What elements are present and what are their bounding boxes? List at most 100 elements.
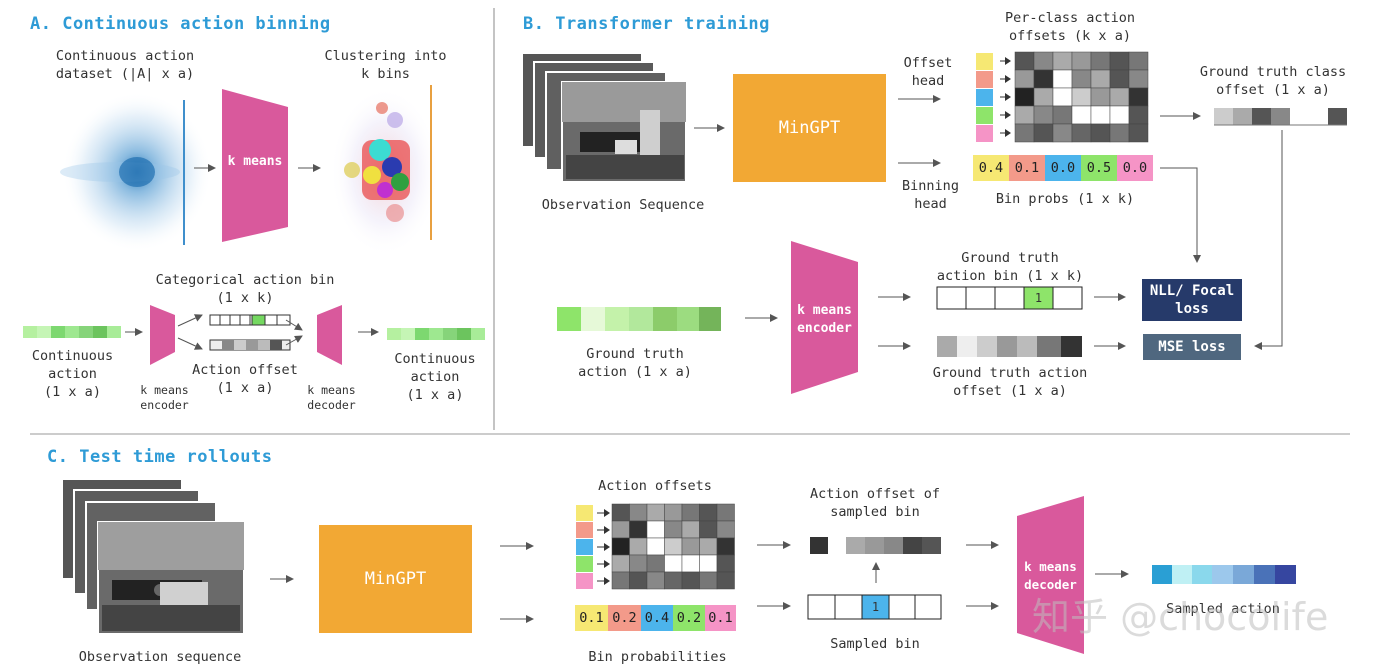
encoder-label-b: k means encoder	[797, 303, 852, 336]
kmeans-encoder-a	[150, 305, 175, 365]
input-action-strip	[23, 326, 121, 338]
offset-grid-cell	[1090, 105, 1111, 125]
offset-grid-cell	[681, 537, 700, 556]
offset-grid-cell	[699, 554, 718, 573]
sampled-action-strip	[1152, 565, 1296, 584]
offset-grid-cell	[716, 537, 735, 556]
section-b-title: B. Transformer training	[523, 14, 770, 34]
offset-grid-cell	[716, 503, 735, 522]
offset-grid-cell	[699, 503, 718, 522]
obs-sequence-label-c: Observation sequence	[78, 649, 242, 665]
obs-sequence-label-b: Observation Sequence	[541, 197, 705, 213]
offset-grid-cell	[664, 571, 683, 590]
input-action-label: Continuous action (1 x a)	[31, 348, 114, 400]
offset-grid-cell	[664, 554, 683, 573]
gt-bin-strip	[936, 286, 1083, 310]
offset-grid-cell	[1071, 123, 1092, 143]
offset-grid-cell	[629, 503, 648, 522]
offset-grid-cell	[1052, 87, 1073, 107]
offset-grid-cell	[681, 571, 700, 590]
offset-grid-cell	[716, 520, 735, 539]
offset-head-label: Offset head	[903, 55, 953, 89]
offset-grid-cell	[664, 503, 683, 522]
offset-grid-cell	[1090, 69, 1111, 89]
gt-bin-label: Ground truth action bin (1 x k)	[936, 250, 1084, 284]
offset-grid-cell	[1128, 123, 1149, 143]
kmeans-trapezoid-a	[222, 89, 288, 242]
offset-grid-cell	[1033, 51, 1054, 71]
sampled-bin-value: 1	[871, 600, 880, 614]
action-offset-label-a: Action offset (1 x a)	[192, 362, 298, 396]
sampled-offset-strip	[810, 537, 941, 554]
gt-offset-strip	[937, 336, 1082, 357]
output-action-label: Continuous action (1 x a)	[394, 351, 476, 403]
gt-class-offset-strip	[1214, 108, 1347, 126]
offset-grid-cell	[646, 554, 665, 573]
per-class-offsets-matrix	[976, 53, 1011, 142]
encoder-label-a: k means encoder	[140, 383, 189, 412]
categorical-bin-strip	[209, 314, 291, 326]
nll-loss-box: NLL/ Focal loss	[1142, 279, 1242, 321]
offset-grid-cell	[1071, 69, 1092, 89]
offset-grid-cell	[1014, 51, 1035, 71]
offset-grid-cell	[611, 571, 630, 590]
kmeans-decoder-a	[317, 305, 342, 365]
offset-grid-cell	[1128, 69, 1149, 89]
offset-grid-cell	[1109, 51, 1130, 71]
offset-grid-cell	[716, 571, 735, 590]
offset-grid-cell	[1033, 105, 1054, 125]
offset-grid-cell	[1071, 105, 1092, 125]
offset-grid-cell	[629, 520, 648, 539]
offset-grid-cell	[1033, 87, 1054, 107]
offset-grid-cell	[1071, 87, 1092, 107]
observation-stack-b	[521, 52, 687, 183]
offset-grid-cell	[611, 537, 630, 556]
offset-grid-cell	[1090, 123, 1111, 143]
sampled-bin-strip	[807, 594, 942, 620]
offset-grid-cell	[1128, 51, 1149, 71]
observation-stack-c	[61, 478, 245, 635]
bin-prob-b-4: 0.5	[1081, 155, 1117, 181]
offset-grid-b	[1014, 51, 1149, 143]
offset-grid-cell	[646, 537, 665, 556]
offset-grid-cell	[716, 554, 735, 573]
offset-grid-cell	[699, 537, 718, 556]
kmeans-encoder-b	[791, 241, 858, 394]
offset-grid-cell	[611, 520, 630, 539]
offset-grid-cell	[1128, 105, 1149, 125]
gt-offset-label: Ground truth action offset (1 x a)	[932, 365, 1088, 399]
scatter-plot-clustered	[330, 85, 440, 257]
gt-class-offset-label: Ground truth class offset (1 x a)	[1199, 64, 1347, 98]
offset-grid-c	[611, 503, 735, 590]
bin-prob-c-3: 0.4	[641, 605, 673, 631]
binning-head-label: Binning head	[902, 178, 959, 212]
action-offsets-colors-c	[576, 505, 610, 589]
offset-grid-cell	[664, 537, 683, 556]
mingpt-block-c: MinGPT	[319, 525, 472, 633]
offset-grid-cell	[1109, 123, 1130, 143]
offset-grid-cell	[1052, 123, 1073, 143]
offset-strip-a	[209, 339, 291, 351]
offset-grid-cell	[1052, 69, 1073, 89]
watermark: 知乎 @chocolife	[1032, 595, 1329, 639]
gt-action-strip	[557, 307, 721, 331]
bin-prob-b-5: 0.0	[1117, 155, 1153, 181]
per-class-offsets-label: Per-class action offsets (k x a)	[1004, 10, 1136, 44]
offset-grid-cell	[1090, 51, 1111, 71]
action-offsets-label: Action offsets	[598, 478, 712, 494]
offset-grid-cell	[1109, 87, 1130, 107]
offset-grid-cell	[681, 520, 700, 539]
bin-probs-label-b: Bin probs (1 x k)	[995, 191, 1135, 207]
offset-grid-cell	[1033, 69, 1054, 89]
offset-grid-cell	[1052, 51, 1073, 71]
offset-grid-cell	[1109, 69, 1130, 89]
offset-grid-cell	[1128, 87, 1149, 107]
offset-sampled-label: Action offset of sampled bin	[809, 486, 941, 520]
offset-grid-cell	[1109, 105, 1130, 125]
offset-grid-cell	[681, 554, 700, 573]
offset-grid-cell	[1052, 105, 1073, 125]
sampled-bin-label: Sampled bin	[830, 636, 920, 652]
offset-grid-cell	[1014, 123, 1035, 143]
decoder-label-a: k means decoder	[307, 383, 356, 412]
